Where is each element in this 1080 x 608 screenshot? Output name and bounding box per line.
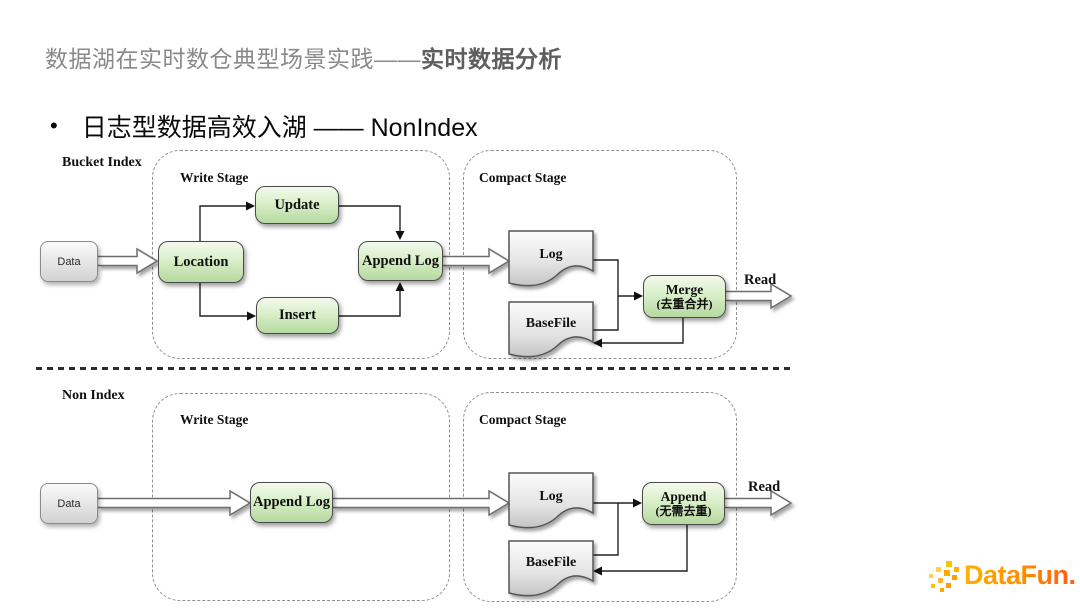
datafun-logo-pixels-icon — [929, 561, 959, 592]
page-title: 数据湖在实时数仓典型场景实践——实时数据分析 — [45, 40, 562, 74]
bucket-index-label: Bucket Index — [62, 155, 142, 170]
bullet-line: • 日志型数据高效入湖 —— NonIndex — [50, 108, 478, 144]
node-append-log-bucket: Append Log — [358, 241, 443, 281]
page-title-prefix: 数据湖在实时数仓典型场景实践—— — [45, 46, 421, 72]
nonindex-write-stage-label: Write Stage — [180, 412, 249, 427]
label-log-bucket: Log — [539, 247, 563, 262]
bucket-compact-stage-label: Compact Stage — [479, 170, 567, 185]
node-merge-title: Merge — [665, 281, 704, 297]
bucket-write-stage-label: Write Stage — [180, 170, 249, 185]
node-append-log-nonindex: Append Log — [250, 482, 333, 523]
node-merge-subtitle: (去重合并) — [656, 297, 713, 312]
page-title-emphasis: 实时数据分析 — [421, 46, 562, 72]
node-location: Location — [158, 241, 244, 283]
nonindex-read-label: Read — [748, 479, 781, 495]
node-data-nonindex: Data — [40, 483, 98, 524]
node-append-title: Append — [660, 488, 707, 504]
nonindex-compact-stage-label: Compact Stage — [479, 412, 567, 427]
node-append-subtitle: (无需去重) — [655, 504, 712, 519]
bucket-read-label: Read — [744, 272, 777, 288]
datafun-logo: DataFun. — [928, 557, 1076, 593]
label-basefile-nonindex: BaseFile — [525, 555, 577, 570]
bullet-text: 日志型数据高效入湖 —— NonIndex — [81, 114, 478, 142]
bullet-marker: • — [50, 113, 58, 138]
node-merge: Merge (去重合并) — [643, 275, 726, 318]
node-insert: Insert — [256, 297, 339, 334]
node-data-bucket: Data — [40, 241, 98, 282]
datafun-logo-text: DataFun. — [964, 559, 1076, 590]
label-log-nonindex: Log — [539, 489, 563, 504]
section-divider — [36, 367, 790, 370]
arrow-data-location — [98, 247, 159, 275]
non-index-label: Non Index — [62, 388, 125, 403]
node-update: Update — [255, 186, 339, 224]
node-append-compact: Append (无需去重) — [642, 482, 725, 525]
label-basefile-bucket: BaseFile — [525, 316, 577, 331]
